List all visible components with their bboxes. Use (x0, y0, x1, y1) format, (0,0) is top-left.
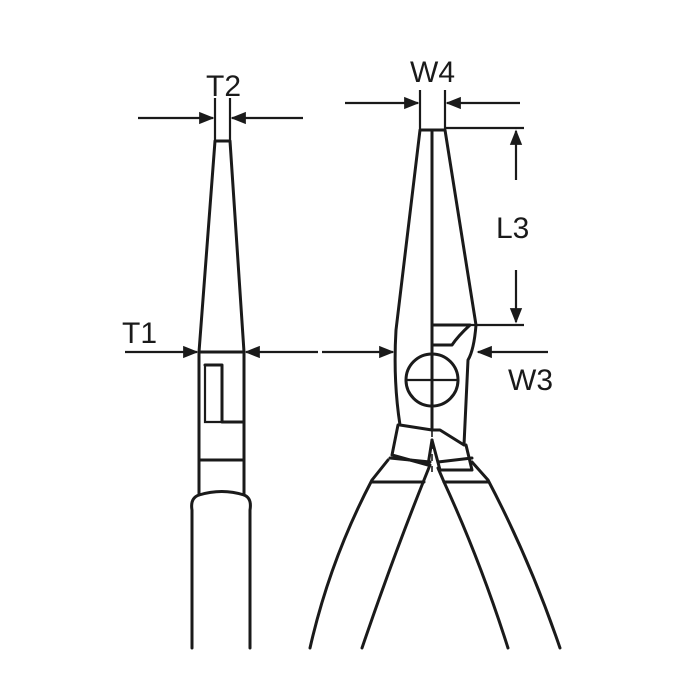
pliers-front-view (308, 128, 562, 650)
w3-dimension: W3 (322, 345, 553, 397)
l3-label: L3 (496, 212, 529, 245)
pliers-side-view (190, 139, 252, 650)
w4-label: W4 (410, 56, 455, 89)
t1-dimension: T1 (122, 317, 318, 359)
t2-label: T2 (206, 70, 241, 103)
w4-dimension: W4 (345, 56, 520, 130)
t2-dimension: T2 (138, 70, 303, 141)
l3-dimension: L3 (445, 126, 529, 327)
t1-label: T1 (122, 317, 157, 350)
w3-label: W3 (508, 364, 553, 397)
